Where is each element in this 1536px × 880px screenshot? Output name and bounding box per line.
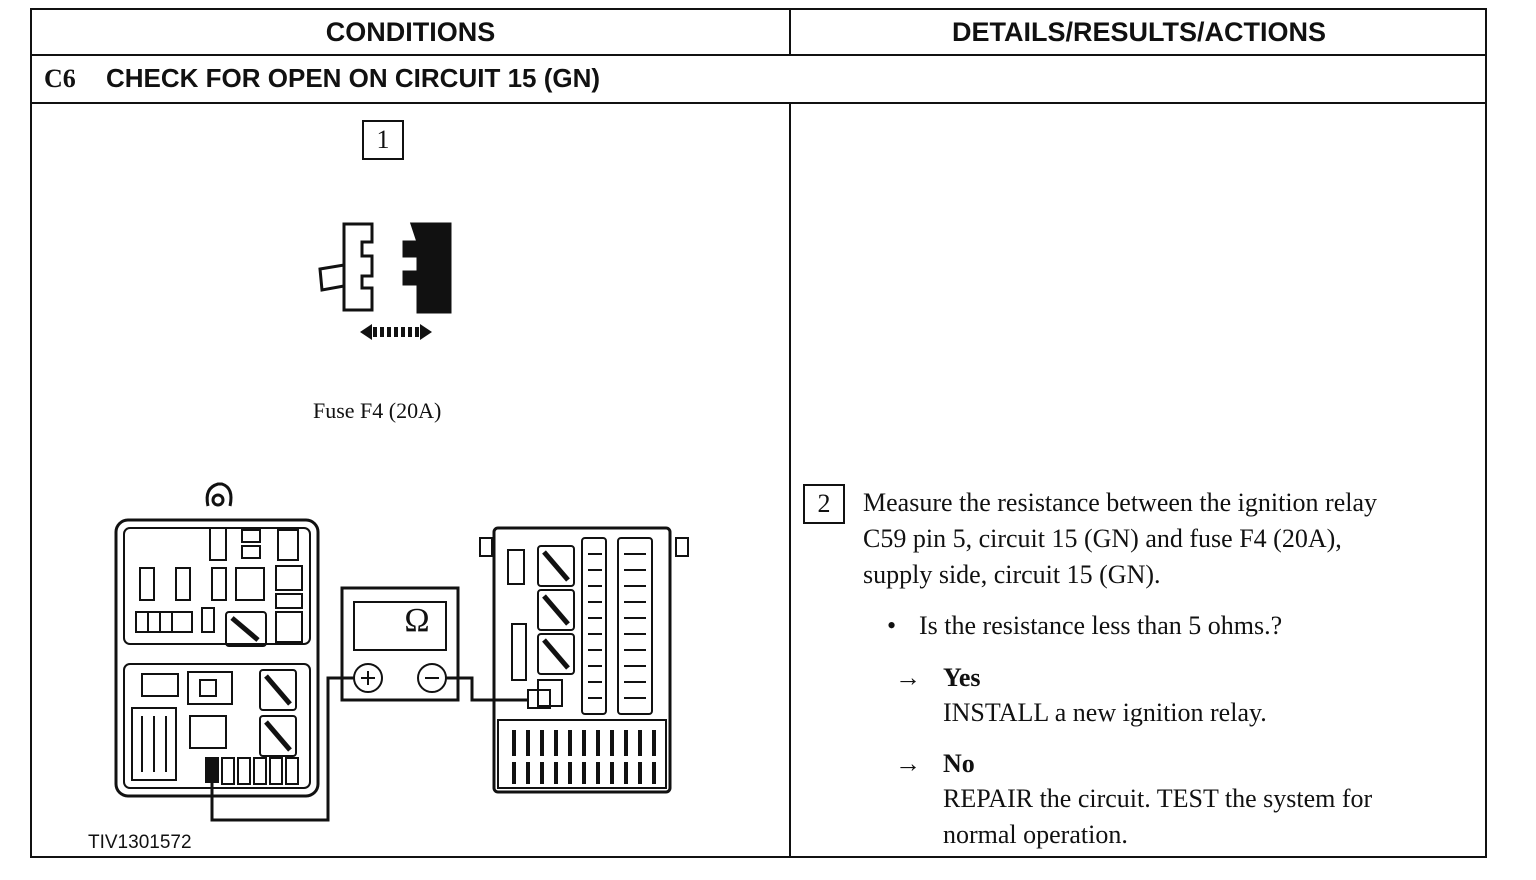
step-title-row: C6 CHECK FOR OPEN ON CIRCUIT 15 (GN)	[32, 56, 1485, 104]
no-label: No	[943, 749, 975, 778]
yes-label: Yes	[943, 663, 981, 692]
column-divider	[789, 104, 791, 858]
details-cell: 2 Measure the resistance between the ign…	[791, 104, 1487, 858]
diagnostic-table: CONDITIONS DETAILS/RESULTS/ACTIONS C6 CH…	[30, 8, 1487, 858]
step-code: C6	[44, 64, 76, 93]
ohm-symbol: Ω	[404, 602, 430, 639]
question: Is the resistance less than 5 ohms.?	[919, 611, 1283, 640]
fuse-box-left	[114, 482, 320, 798]
arrow-no-icon: →	[895, 749, 921, 778]
instruction-line-3: supply side, circuit 15 (GN).	[863, 560, 1161, 589]
conditions-cell: 1	[32, 104, 789, 858]
instruction-line-2: C59 pin 5, circuit 15 (GN) and fuse F4 (…	[863, 524, 1342, 553]
no-action-line-2: normal operation.	[943, 820, 1128, 849]
wiring-diagram	[114, 222, 689, 822]
fuse-label: Fuse F4 (20A)	[313, 398, 442, 423]
fuse-box-right	[479, 526, 689, 794]
arrow-yes-icon: →	[895, 663, 921, 692]
conditions-header: CONDITIONS	[32, 10, 791, 54]
header-row: CONDITIONS DETAILS/RESULTS/ACTIONS	[32, 10, 1485, 56]
instruction-line-1: Measure the resistance between the ignit…	[863, 488, 1378, 517]
step-number-box-2: 2	[803, 484, 845, 524]
step-number-box-1: 1	[362, 120, 404, 160]
figure-code: TIV1301572	[88, 832, 192, 853]
step-title: CHECK FOR OPEN ON CIRCUIT 15 (GN)	[106, 63, 601, 93]
fuse-removal-icon	[318, 222, 452, 314]
no-action-line-1: REPAIR the circuit. TEST the system for	[943, 784, 1373, 813]
bullet-icon: •	[887, 611, 897, 640]
double-arrow-icon	[360, 324, 432, 340]
yes-action: INSTALL a new ignition relay.	[943, 698, 1267, 727]
details-header: DETAILS/RESULTS/ACTIONS	[951, 17, 1326, 47]
test-leads	[210, 676, 551, 822]
